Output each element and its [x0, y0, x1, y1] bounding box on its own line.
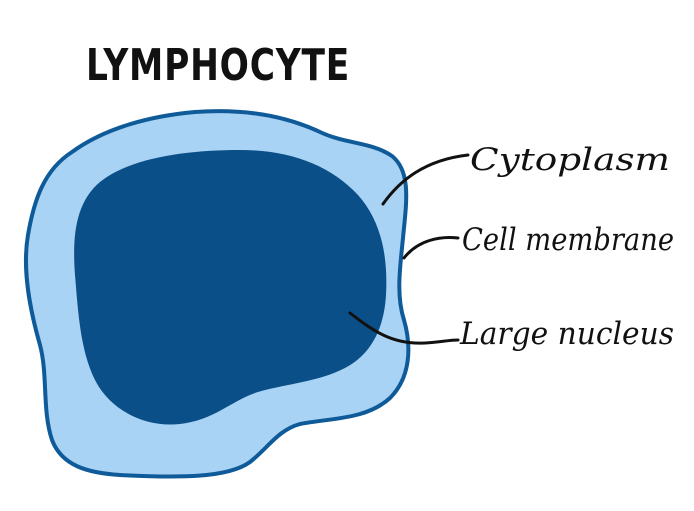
cytoplasm-label: Cytoplasm — [470, 142, 670, 178]
cytoplasm-leader-line — [381, 153, 470, 206]
cell-membrane-leader-line — [402, 236, 460, 260]
diagram-title: LYMPHOCYTE — [86, 40, 350, 91]
cell-membrane-label: Cell membrane — [462, 222, 674, 258]
large-nucleus-label: Large nucleus — [459, 316, 674, 352]
nucleus-leader-line — [348, 311, 460, 345]
large-nucleus — [74, 150, 387, 425]
